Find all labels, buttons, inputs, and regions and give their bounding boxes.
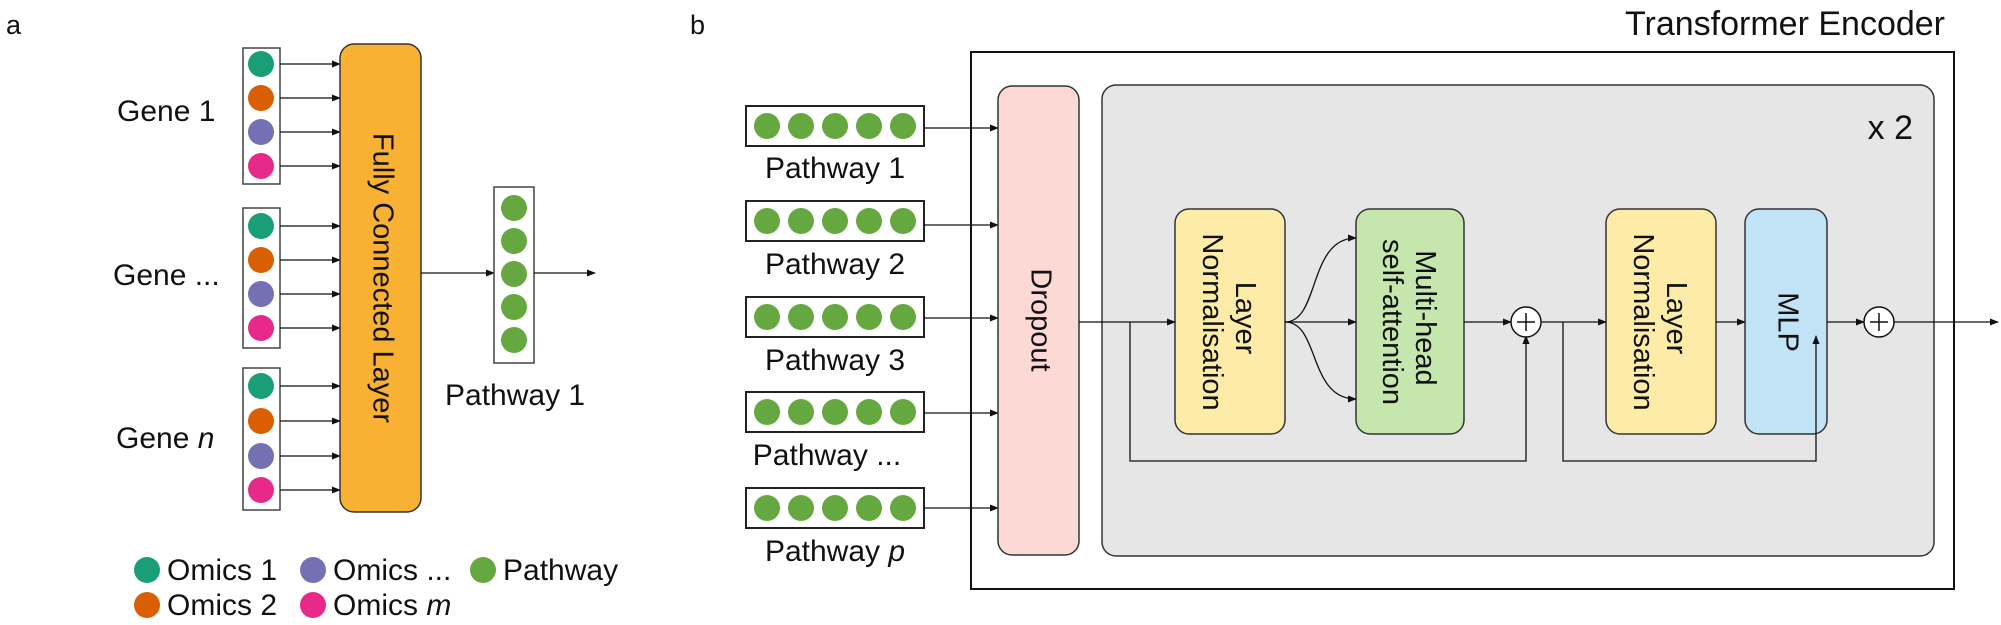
mlp-block: MLP [1744,208,1828,435]
gene-n-box [242,367,281,511]
panel-b-label: b [690,10,705,40]
pathway-dot [822,495,848,521]
gene-1-label: Gene 1 [117,95,215,128]
pathway-dot [501,294,527,320]
fc-input-arrows [280,60,341,494]
legend-omics-1-label: Omics 1 [167,554,277,587]
pathway-row-dots [745,391,925,433]
attention-line-1: Multi-head [1409,250,1441,385]
gene-n-label: Gene n [116,422,214,455]
omics-2-dot [248,408,274,434]
omics-mid-dot [248,443,274,469]
omics-1-dot [248,373,274,399]
pathway-dot [788,495,814,521]
pathway-dot [856,113,882,139]
add-node-2 [1863,306,1895,338]
layer-norm-2-block: Layer Normalisation [1605,208,1717,435]
legend-omics-dots-label: Omics ... [333,554,451,587]
attention-line-2: self-attention [1376,239,1408,405]
encoder-connections [1079,234,1999,462]
pathway-row-1 [745,105,925,147]
pathway-row-2-label: Pathway 2 [765,248,905,281]
pathway-dot [754,495,780,521]
svg-text:Layer Normalisation: Layer Normalisation [1627,233,1692,410]
pathway-dot [822,208,848,234]
pathway-dot [788,399,814,425]
gene-dots-box [242,207,281,349]
transformer-encoder-title: Transformer Encoder [1625,5,1945,43]
pathway-row-1-label: Pathway 1 [765,152,905,185]
legend-omics-2-label: Omics 2 [167,589,277,622]
pathway-dot [754,113,780,139]
legend-pathway-swatch [470,557,496,583]
pathway-dot [822,113,848,139]
layer-norm-1-line-2: Normalisation [1196,233,1228,410]
dropout-label: Dropout [1024,268,1056,371]
pathway-dot [890,304,916,330]
pathway-dot [501,195,527,221]
layer-norm-1-line-1: Layer [1229,282,1261,355]
pathway-dot [856,495,882,521]
gene-1-box [242,47,281,185]
pathway-dot [754,208,780,234]
omics-1-dot [248,213,274,239]
pathway-row-dots-label: Pathway ... [753,439,901,472]
legend-omics-m-swatch [300,592,326,618]
mlp-label: MLP [1771,292,1803,352]
repeat-count: x 2 [1868,109,1913,147]
pathway-dot [754,399,780,425]
legend: Omics 1 Omics ... Pathway Omics 2 Omics … [134,554,618,622]
legend-omics-2-swatch [134,592,160,618]
pathway-dot [788,113,814,139]
pathway-dot [890,399,916,425]
omics-m-dot [248,477,274,503]
legend-omics-1-swatch [134,557,160,583]
legend-omics-m-label: Omics m [333,589,451,622]
omics-2-dot [248,247,274,273]
fully-connected-layer: Fully Connected Layer [339,43,422,513]
pathway-dot [890,495,916,521]
pathway-dot [822,399,848,425]
gene-dots-label: Gene ... [113,259,220,292]
pathway-dot [856,208,882,234]
omics-mid-dot [248,281,274,307]
pathway-dot [890,208,916,234]
pathway-dot [856,304,882,330]
pathway-dot [856,399,882,425]
panel-a-label: a [6,10,22,40]
add-node-1 [1510,306,1542,338]
pathway-dot [501,228,527,254]
pathway-dot [822,304,848,330]
pathway-row-3-label: Pathway 3 [765,344,905,377]
omics-mid-dot [248,119,274,145]
pathway-row-p [745,487,925,529]
omics-m-dot [248,153,274,179]
pathway-dot [501,327,527,353]
layer-norm-2-line-2: Normalisation [1627,233,1659,410]
pathway-1-label: Pathway 1 [445,379,585,412]
fc-layer-label: Fully Connected Layer [366,133,398,423]
legend-omics-dots-swatch [300,557,326,583]
pathway-row-3 [745,296,925,338]
pathway-row-p-label: Pathway p [765,535,905,568]
omics-m-dot [248,315,274,341]
layer-norm-2-line-1: Layer [1660,282,1692,355]
svg-text:Multi-head self-attentio: Multi-head self-attention [1376,239,1441,405]
multi-head-attention-block: Multi-head self-attention [1355,208,1465,435]
omics-1-dot [248,51,274,77]
legend-pathway-label: Pathway [503,554,618,587]
omics-2-dot [248,85,274,111]
layer-norm-1-block: Layer Normalisation [1174,208,1286,435]
pathway-dot [788,208,814,234]
pathway-dot [788,304,814,330]
pathway-dot [501,261,527,287]
pathway-to-dropout-arrows [924,124,999,512]
pathway-dot [754,304,780,330]
svg-text:Layer Normalisation: Layer Normalisation [1196,233,1261,410]
pathway-1-vector [493,186,535,364]
dropout-block: Dropout [997,85,1080,556]
pathway-dot [890,113,916,139]
pathway-row-2 [745,200,925,242]
